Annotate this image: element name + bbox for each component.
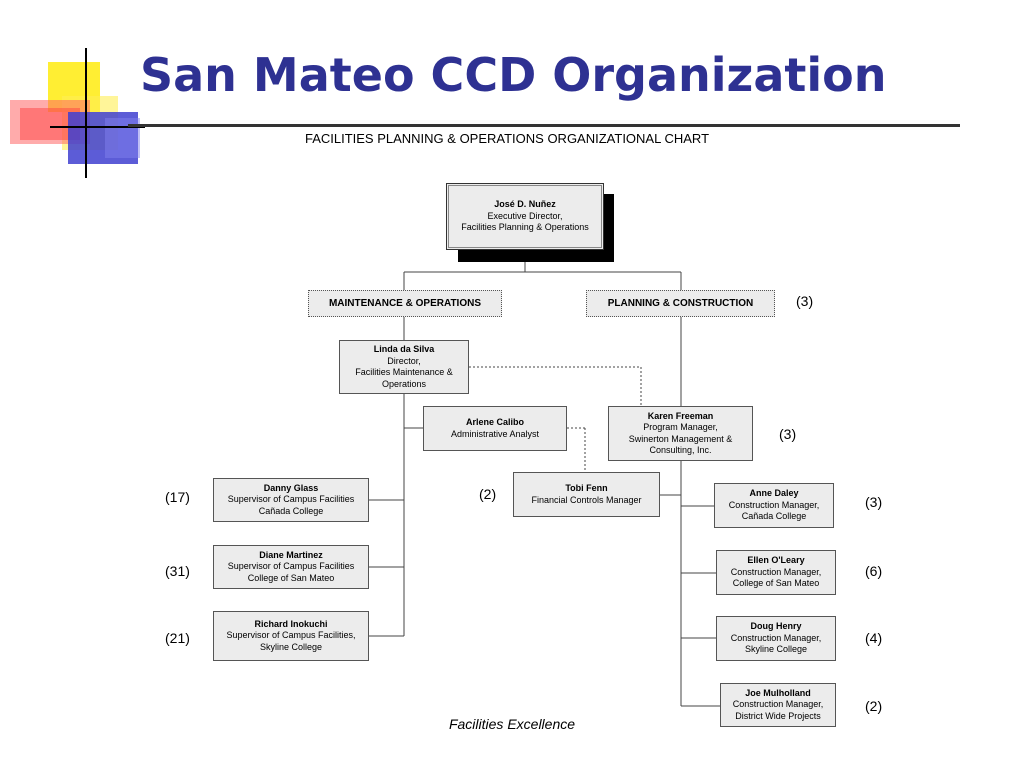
danny-title: Supervisor of Campus Facilities — [227, 494, 355, 505]
linda-dept-cont: Operations — [381, 378, 427, 389]
karen-company-cont: Consulting, Inc. — [649, 445, 712, 455]
ellen-count: (6) — [865, 563, 883, 579]
karen-name: Karen Freeman — [647, 410, 714, 421]
doug-count: (4) — [865, 630, 883, 646]
tobi-fenn-box: Tobi Fenn Financial Controls Manager — [513, 472, 660, 517]
arlene-title: Administrative Analyst — [450, 428, 540, 439]
danny-name: Danny Glass — [263, 482, 319, 493]
diane-name: Diane Martinez — [259, 549, 323, 560]
joe-name: Joe Mulholland — [745, 687, 811, 698]
richard-title: Supervisor of Campus Facilities, — [226, 630, 356, 641]
linda-title: Director, — [387, 355, 421, 366]
anne-name: Anne Daley — [749, 488, 799, 499]
diane-count: (31) — [165, 563, 190, 579]
linda-da-silva-box: Linda da Silva Director, Facilities Main… — [339, 340, 469, 394]
karen-title: Program Manager, — [643, 422, 718, 432]
dept-planning-count: (3) — [796, 293, 814, 309]
ellen-name: Ellen O'Leary — [747, 555, 805, 566]
karen-freeman-box: Karen Freeman Program Manager, Swinerton… — [608, 406, 753, 461]
executive-director-box: José D. Nuñez Executive Director, Facili… — [446, 183, 604, 250]
danny-campus: Cañada College — [258, 505, 324, 516]
joe-mulholland-box: Joe Mulholland Construction Manager, Dis… — [720, 683, 836, 727]
arlene-calibo-box: Arlene Calibo Administrative Analyst — [423, 406, 567, 451]
karen-count: (3) — [779, 426, 797, 442]
anne-campus: Cañada College — [741, 511, 807, 522]
joe-title: Construction Manager, — [732, 699, 824, 710]
executive-dept: Facilities Planning & Operations — [461, 222, 589, 233]
page-title: San Mateo CCD Organization — [140, 48, 887, 102]
chart-subtitle: FACILITIES PLANNING & OPERATIONS ORGANIZ… — [304, 131, 710, 146]
anne-count: (3) — [865, 494, 883, 510]
tobi-count: (2) — [479, 486, 497, 502]
doug-name: Doug Henry — [750, 621, 802, 632]
arlene-name: Arlene Calibo — [465, 417, 524, 427]
diane-campus: College of San Mateo — [247, 572, 335, 583]
dept-planning-construction: PLANNING & CONSTRUCTION — [586, 290, 775, 317]
anne-daley-box: Anne Daley Construction Manager, Cañada … — [714, 483, 834, 528]
karen-company: Swinerton Management & — [628, 433, 733, 444]
ellen-oleary-box: Ellen O'Leary Construction Manager, Coll… — [716, 550, 836, 595]
richard-name: Richard Inokuchi — [254, 618, 328, 629]
diane-martinez-box: Diane Martinez Supervisor of Campus Faci… — [213, 545, 369, 589]
executive-name: José D. Nuñez — [494, 199, 556, 210]
joe-count: (2) — [865, 698, 883, 714]
executive-title: Executive Director, — [487, 210, 563, 221]
richard-inokuchi-box: Richard Inokuchi Supervisor of Campus Fa… — [213, 611, 369, 661]
linda-dept: Facilities Maintenance & — [355, 367, 453, 377]
diane-title: Supervisor of Campus Facilities — [227, 561, 355, 572]
joe-campus: District Wide Projects — [735, 710, 821, 721]
footer-tagline: Facilities Excellence — [448, 716, 576, 732]
doug-campus: Skyline College — [744, 644, 808, 655]
title-underline — [128, 124, 960, 127]
linda-name: Linda da Silva — [373, 344, 435, 354]
danny-count: (17) — [165, 489, 190, 505]
richard-count: (21) — [165, 630, 190, 646]
danny-glass-box: Danny Glass Supervisor of Campus Facilit… — [213, 478, 369, 522]
dept-maintenance-operations: MAINTENANCE & OPERATIONS — [308, 290, 502, 317]
tobi-title: Financial Controls Manager — [531, 494, 642, 505]
anne-title: Construction Manager, — [728, 499, 820, 510]
tobi-name: Tobi Fenn — [565, 483, 608, 493]
doug-title: Construction Manager, — [730, 632, 822, 643]
richard-campus: Skyline College — [259, 641, 323, 652]
ellen-title: Construction Manager, — [730, 566, 822, 577]
cross-squares-logo-icon — [10, 48, 145, 178]
doug-henry-box: Doug Henry Construction Manager, Skyline… — [716, 616, 836, 661]
ellen-campus: College of San Mateo — [732, 578, 820, 589]
